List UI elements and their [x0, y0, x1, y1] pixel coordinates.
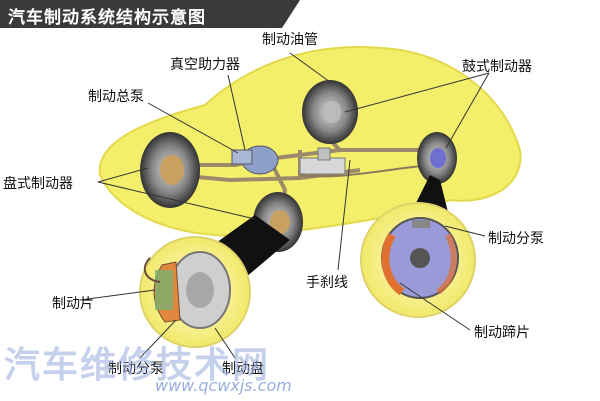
disc-brake-inset: [139, 236, 251, 348]
label-vacuum-booster: 真空助力器: [170, 57, 240, 73]
label-brake-oil-pipe: 制动油管: [262, 32, 318, 48]
master-cylinder-unit: [299, 147, 346, 175]
label-wheel-cylinder-left: 制动分泵: [108, 361, 164, 377]
title-bar: 汽车制动系统结构示意图: [0, 0, 300, 28]
diagram-title: 汽车制动系统结构示意图: [8, 8, 206, 28]
label-wheel-cylinder-right: 制动分泵: [488, 231, 544, 247]
front-left-wheel: [140, 132, 200, 208]
handbrake-cable: [299, 164, 431, 178]
label-brake-pad: 制动片: [52, 296, 94, 312]
leader-lines: [79, 52, 490, 359]
label-handbrake-cable: 手刹线: [306, 275, 348, 291]
vacuum-booster-unit: [231, 145, 279, 175]
label-disc-brake: 盘式制动器: [3, 176, 73, 192]
title-bar-bg: [0, 0, 300, 28]
watermark-text: 汽车维修技术网: [4, 345, 271, 386]
watermark-url: www.qcwxjs.com: [155, 376, 292, 395]
drum-brake-inset: [360, 202, 476, 318]
rear-right-wheel: [417, 132, 457, 184]
label-brake-shoe: 制动蹄片: [474, 325, 530, 341]
label-brake-disc: 制动盘: [222, 361, 264, 377]
label-master-cylinder: 制动总泵: [88, 89, 144, 105]
rear-top-wheel: [302, 80, 358, 144]
label-drum-brake: 鼓式制动器: [462, 59, 532, 75]
